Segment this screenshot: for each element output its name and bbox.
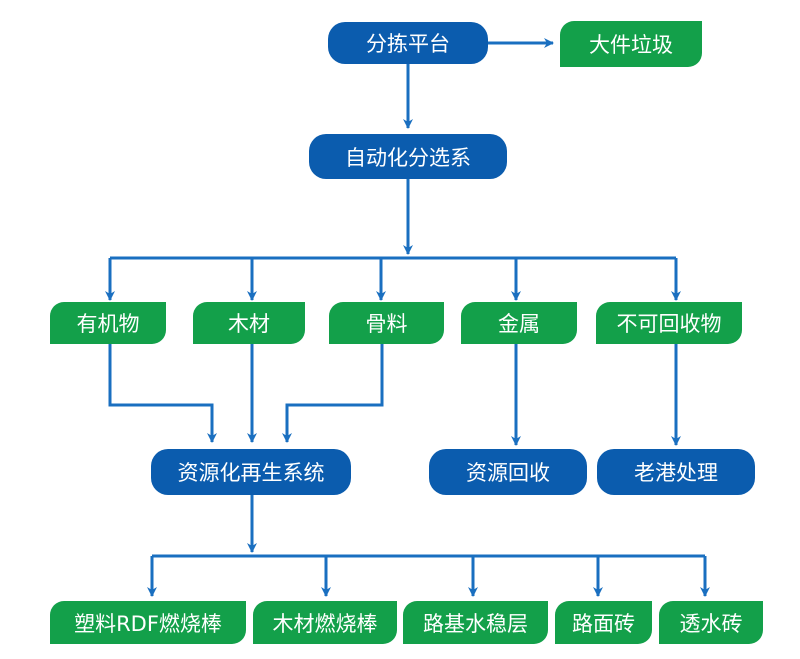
node-non-recyclable: 不可回收物 xyxy=(596,302,742,344)
node-road-base: 路基水稳层 xyxy=(403,601,548,644)
node-sorting-platform: 分拣平台 xyxy=(328,22,488,64)
node-aggregate: 骨料 xyxy=(329,302,444,344)
arrow-organic-to-regen xyxy=(108,342,217,443)
node-resource-regen: 资源化再生系统 xyxy=(151,449,351,495)
node-old-port-treatment: 老港处理 xyxy=(597,449,755,495)
node-auto-sorting: 自动化分选系 xyxy=(309,134,507,179)
node-resource-recovery: 资源回收 xyxy=(429,449,587,495)
arrow-aggregate-to-regen xyxy=(282,342,384,443)
node-paving-brick: 路面砖 xyxy=(555,601,652,644)
node-permeable-brick: 透水砖 xyxy=(659,601,763,644)
node-wood-fuel-rod: 木材燃烧棒 xyxy=(253,601,397,644)
node-wood: 木材 xyxy=(193,302,305,344)
node-organic: 有机物 xyxy=(50,302,166,344)
node-plastic-rdf: 塑料RDF燃烧棒 xyxy=(50,601,246,644)
node-bulky-waste: 大件垃圾 xyxy=(560,21,702,67)
node-metal: 金属 xyxy=(461,302,577,344)
